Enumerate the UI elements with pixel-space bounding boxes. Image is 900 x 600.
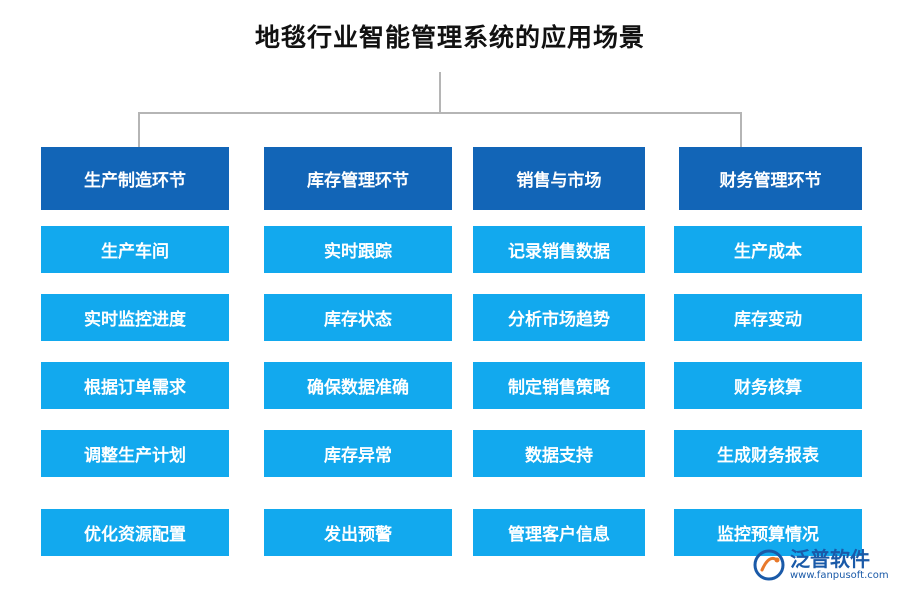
list-item: 调整生产计划 bbox=[41, 430, 229, 477]
list-item: 库存状态 bbox=[264, 294, 452, 341]
list-item: 生成财务报表 bbox=[674, 430, 862, 477]
diagram-title: 地毯行业智能管理系统的应用场景 bbox=[254, 23, 645, 52]
list-item: 实时监控进度 bbox=[41, 294, 229, 341]
list-item: 确保数据准确 bbox=[264, 362, 452, 409]
list-item: 数据支持 bbox=[473, 430, 645, 477]
list-item: 根据订单需求 bbox=[41, 362, 229, 409]
list-item: 生产车间 bbox=[41, 226, 229, 273]
brand-watermark: 泛普软件 www.fanpusoft.com bbox=[752, 548, 889, 582]
list-item: 记录销售数据 bbox=[473, 226, 645, 273]
list-item: 管理客户信息 bbox=[473, 509, 645, 556]
list-item: 监控预算情况 bbox=[674, 509, 862, 556]
brand-name: 泛普软件 bbox=[790, 547, 870, 571]
column-header-production: 生产制造环节 bbox=[41, 147, 229, 210]
brand-logo-icon bbox=[753, 549, 785, 581]
brand-url: www.fanpusoft.com bbox=[790, 570, 889, 581]
list-item: 发出预警 bbox=[264, 509, 452, 556]
list-item: 生产成本 bbox=[674, 226, 862, 273]
list-item: 实时跟踪 bbox=[264, 226, 452, 273]
column-header-finance: 财务管理环节 bbox=[679, 147, 862, 210]
list-item: 制定销售策略 bbox=[473, 362, 645, 409]
column-header-inventory: 库存管理环节 bbox=[264, 147, 452, 210]
list-item: 财务核算 bbox=[674, 362, 862, 409]
list-item: 优化资源配置 bbox=[41, 509, 229, 556]
column-header-sales: 销售与市场 bbox=[473, 147, 645, 210]
list-item: 库存变动 bbox=[674, 294, 862, 341]
list-item: 库存异常 bbox=[264, 430, 452, 477]
list-item: 分析市场趋势 bbox=[473, 294, 645, 341]
